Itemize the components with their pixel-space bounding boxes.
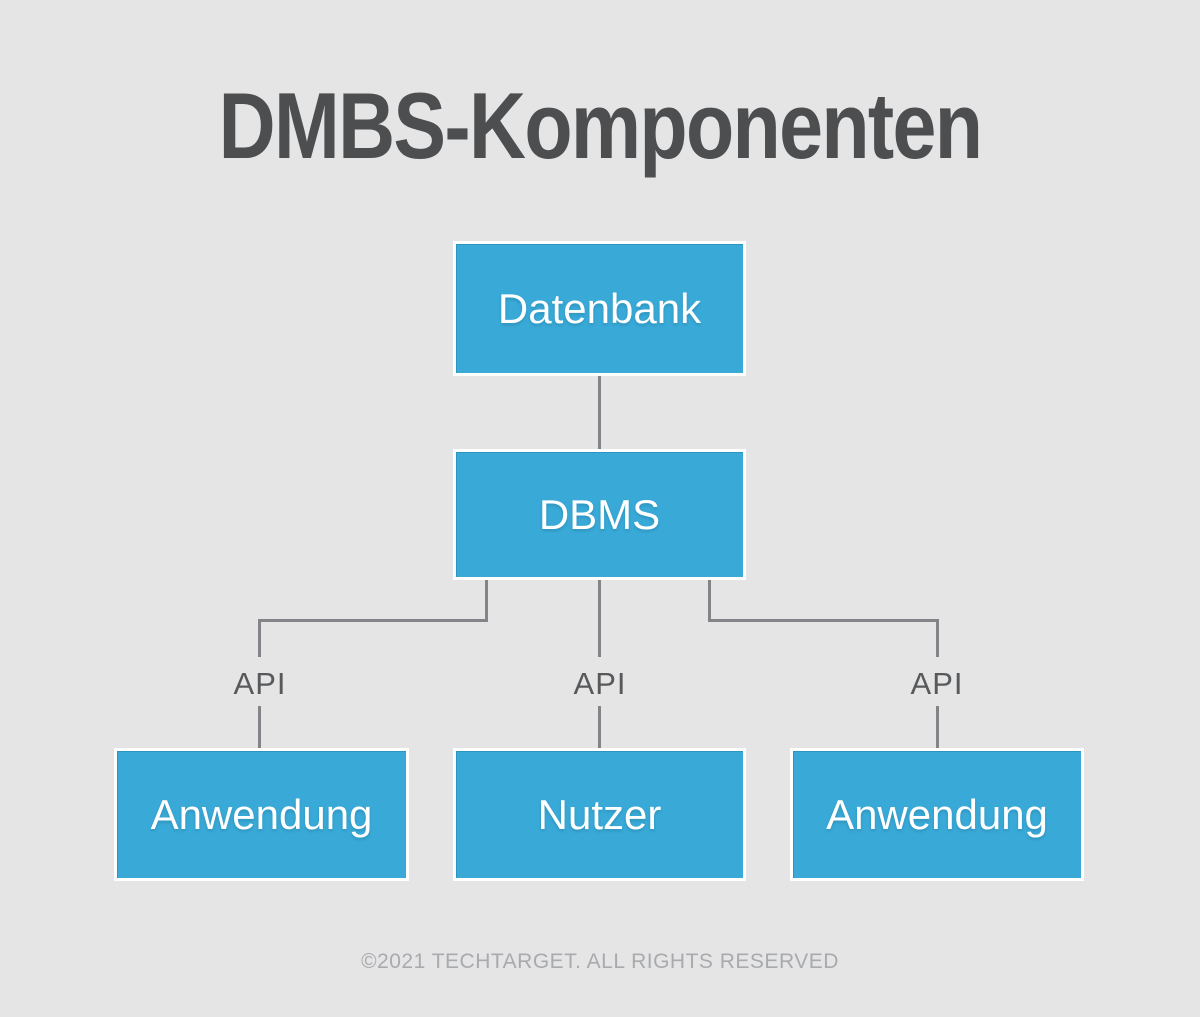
page-title: DMBS-Komponenten [218, 73, 983, 178]
node-nutzer-label: Nutzer [537, 790, 662, 838]
connector-api-to-nutzer [598, 706, 601, 748]
node-dbms: DBMS [453, 449, 746, 580]
connector-api-to-anwendung-right [936, 706, 939, 748]
connector-api-to-anwendung-left [258, 706, 261, 748]
connector-dbms-left-drop [485, 580, 488, 622]
connector-dbms-right-drop [708, 580, 711, 622]
edge-label-api-right: API [910, 666, 964, 701]
connector-dbms-left-horizontal [258, 619, 488, 622]
connector-datenbank-dbms [598, 376, 601, 450]
edge-label-api-left: API [233, 666, 287, 701]
node-anwendung-left-label: Anwendung [150, 790, 373, 838]
edge-label-api-center: API [573, 666, 627, 701]
node-anwendung-right-label: Anwendung [826, 790, 1048, 838]
connector-dbms-center-to-api [598, 580, 601, 657]
node-datenbank-label: Datenbank [497, 284, 702, 332]
node-dbms-label: DBMS [538, 490, 661, 538]
copyright-footer: ©2021 TECHTARGET. ALL RIGHTS RESERVED [361, 950, 839, 973]
page-title-wrap: DMBS-Komponenten [0, 72, 1200, 180]
connector-dbms-right-horizontal [708, 619, 939, 622]
connector-right-to-api [936, 619, 939, 657]
node-anwendung-left: Anwendung [114, 748, 409, 881]
node-datenbank: Datenbank [453, 241, 746, 376]
node-anwendung-right: Anwendung [790, 748, 1084, 881]
connector-left-to-api [258, 619, 261, 657]
node-nutzer: Nutzer [453, 748, 746, 881]
